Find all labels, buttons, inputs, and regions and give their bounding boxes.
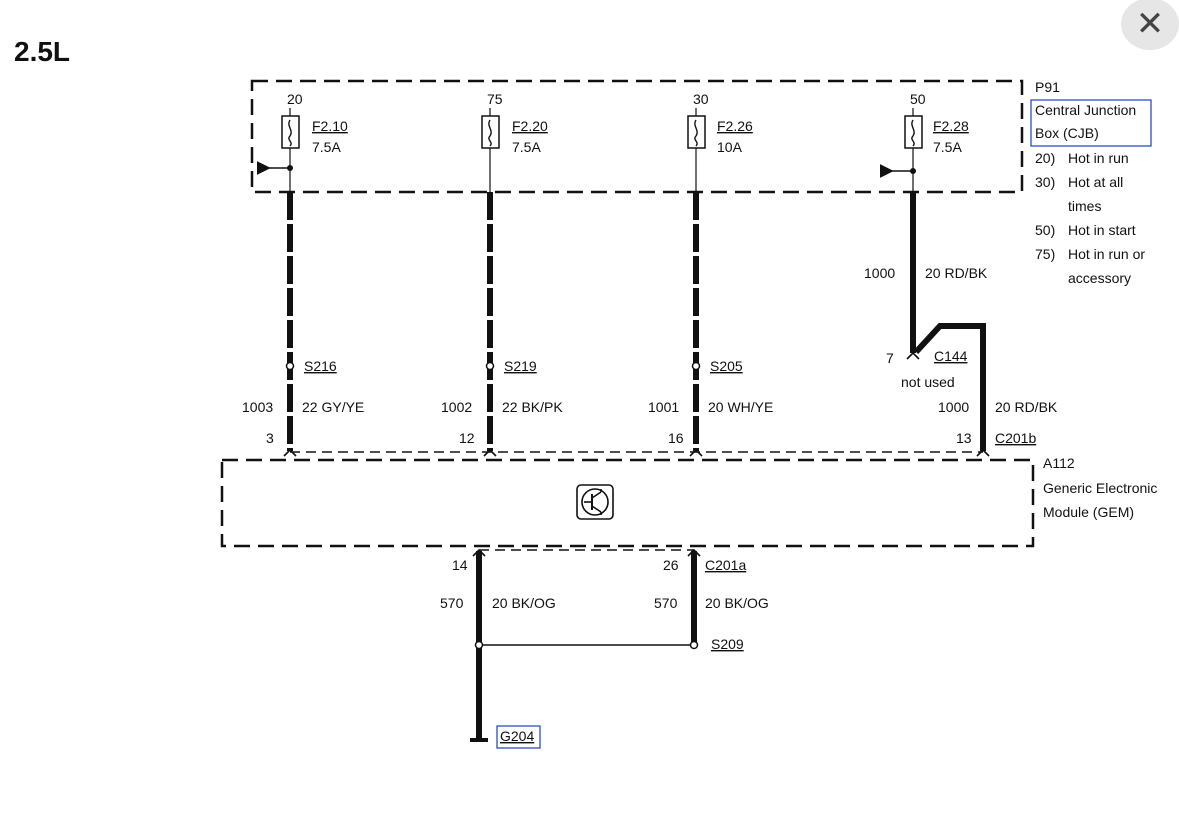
legend-key-20: 20) (1035, 150, 1055, 166)
g204-label: G204 (500, 728, 534, 744)
cjb-name-line1: Central Junction (1035, 102, 1136, 118)
legend-desc-75-line1: Hot in run or (1068, 246, 1145, 262)
wire-1001: S205 1001 20 WH/YE 16 (648, 192, 773, 457)
circuit-number: 570 (654, 595, 678, 611)
ground-wire-right: 26 C201a 570 20 BK/OG (654, 548, 769, 644)
fuse-rating: 10A (717, 139, 743, 155)
circuit-number: 1003 (242, 399, 273, 415)
c144-note: not used (901, 374, 955, 390)
wire-1000: 1000 20 RD/BK 7 C144 not used 1000 20 RD… (864, 192, 1058, 457)
s209-label: S209 (711, 636, 744, 652)
g204-link-box[interactable] (496, 725, 541, 749)
fuse-f2-28: 50 F2.28 7.5A (879, 91, 969, 192)
splice-dot (689, 640, 699, 650)
splice-dot (691, 361, 701, 371)
close-button[interactable]: ✕ (1121, 0, 1179, 50)
circuit-number: 1001 (648, 399, 679, 415)
circuit-number-upper: 1000 (864, 265, 895, 281)
pin-number: 16 (668, 430, 684, 446)
close-icon: ✕ (1135, 4, 1165, 44)
fuse-circuit-label: 20 (287, 91, 303, 107)
legend-desc-75-line2: accessory (1068, 270, 1131, 286)
pin-number: 13 (956, 430, 972, 446)
gem-name-line2: Module (GEM) (1043, 504, 1134, 520)
legend-desc-20: Hot in run (1068, 150, 1129, 166)
cjb-box (250, 79, 1024, 194)
fuse-f2-26: 30 F2.26 10A (687, 91, 753, 192)
legend-key-30: 30) (1035, 174, 1055, 190)
fuse-f2-20: 75 F2.20 7.5A (481, 91, 548, 192)
splice-label: S216 (304, 358, 337, 374)
c144-pin: 7 (886, 350, 894, 366)
fuse-f2-10: 20 F2.10 7.5A (256, 91, 348, 192)
circuit-number: 570 (440, 595, 464, 611)
c201b-label: C201b (995, 430, 1036, 446)
fuse-circuit-label: 75 (487, 91, 503, 107)
fuse-id: F2.26 (717, 118, 753, 134)
splice-dot (285, 361, 295, 371)
splice-dot (474, 640, 484, 650)
page-title: 2.5L (14, 36, 70, 67)
fuse-rating: 7.5A (312, 139, 341, 155)
splice-dot (485, 361, 495, 371)
fuse-rating: 7.5A (933, 139, 962, 155)
splice-label: S205 (710, 358, 743, 374)
transistor-icon (576, 484, 614, 520)
fuse-id: F2.10 (312, 118, 348, 134)
wire-spec-lower: 20 RD/BK (995, 399, 1058, 415)
fuse-id: F2.20 (512, 118, 548, 134)
fuse-circuit-label: 30 (693, 91, 709, 107)
wire-1003: S216 1003 22 GY/YE 3 (242, 192, 364, 457)
c201a-label: C201a (705, 557, 746, 573)
wire-1002: S219 1002 22 BK/PK 12 (441, 192, 563, 457)
cjb-name-box[interactable] (1030, 99, 1152, 147)
fuse-id: F2.28 (933, 118, 969, 134)
c144-label: C144 (934, 348, 968, 364)
fuse-circuit-label: 50 (910, 91, 926, 107)
circuit-number: 1002 (441, 399, 472, 415)
legend-key-50: 50) (1035, 222, 1055, 238)
wire-spec-upper: 20 RD/BK (925, 265, 988, 281)
gem-name-line1: Generic Electronic (1043, 480, 1157, 496)
gem-id: A112 (1043, 455, 1075, 471)
ground-wire-left: 14 570 20 BK/OG (440, 548, 556, 738)
wire-spec: 22 BK/PK (502, 399, 563, 415)
wire-spec: 20 BK/OG (492, 595, 556, 611)
cjb-name-line2: Box (CJB) (1035, 125, 1099, 141)
pin-number: 26 (663, 557, 679, 573)
gem-box (220, 458, 1035, 548)
legend-key-75: 75) (1035, 246, 1055, 262)
legend-desc-30-line2: times (1068, 198, 1101, 214)
cjb-connector-label: P91 (1035, 79, 1060, 95)
splice-label: S219 (504, 358, 537, 374)
pin-number: 14 (452, 557, 468, 573)
legend-desc-50: Hot in start (1068, 222, 1136, 238)
legend-desc-30-line1: Hot at all (1068, 174, 1123, 190)
wire-spec: 20 WH/YE (708, 399, 773, 415)
wire-spec: 20 BK/OG (705, 595, 769, 611)
wire-spec: 22 GY/YE (302, 399, 364, 415)
circuit-number-lower: 1000 (938, 399, 969, 415)
pin-number: 12 (459, 430, 475, 446)
fuse-rating: 7.5A (512, 139, 541, 155)
pin-number: 3 (266, 430, 274, 446)
